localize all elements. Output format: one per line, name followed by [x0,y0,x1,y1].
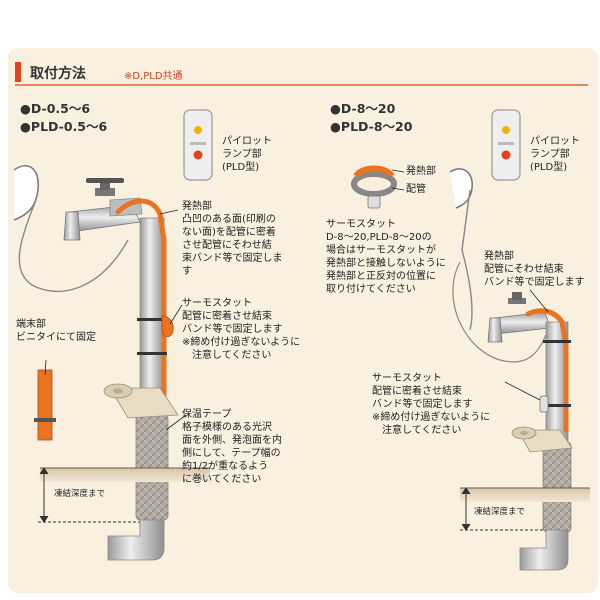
left-depth-marker [38,467,150,523]
right-depth-marker [460,487,548,531]
left-insulation-label: 保温テープ 格子模様のある光沢 面を外側、発泡面を内 側にして、テープ幅の 約1… [182,409,282,485]
right-cable [461,189,473,331]
left-ground [40,468,210,482]
leader-left-thermo [169,304,183,325]
leader-left-heater [159,209,179,215]
right-thermostat-detail [351,165,397,209]
right-wall-outline [449,168,473,209]
page-subtitle: ※D,PLD共通 [124,71,183,82]
right-thermostat-note: サーモスタット D-8～20,PLD-8～20の 場合はサーモスタットが 発熱部… [326,219,446,295]
left-pipe-elbow [107,519,165,561]
left-pilot-lamp [183,109,213,181]
page-title: 取付方法 [30,66,86,82]
right-insulation-wrap [542,441,572,533]
leader-left-insulation [165,414,187,431]
leader-right-pipe-small [391,187,405,191]
left-thermostat-label: サーモスタット 配管に密着させ結束 バンド等で固定します ※締め付け過ぎないよう… [182,298,301,361]
right-thermostat [539,395,549,413]
header-accent-bar [15,62,21,82]
left-model-2: ●PLD-0.5～6 [20,119,108,134]
right-cable-tie-1 [543,340,571,343]
left-cable-tie-2 [137,352,167,355]
right-heater [525,308,569,433]
leader-right-heater [529,289,549,313]
left-wall-outline [13,165,39,221]
left-cable [18,199,129,293]
right-faucet [487,292,551,343]
left-model-1: ●D-0.5～6 [20,101,91,116]
right-model-2: ●PLD-8～20 [330,119,413,134]
right-pipe-elbow [519,529,569,571]
right-tape-roll [511,426,573,453]
right-model-1: ●D-8～20 [330,101,396,116]
right-pipe-small-label: 配管 [406,184,426,195]
right-cable-loop [452,261,549,363]
right-pilot-lamp [491,109,521,181]
right-pilot-label: パイロット ランプ部 (PLD型) [530,136,580,173]
left-terminal-pipe [37,369,53,441]
left-tape-roll [103,383,179,419]
leader-left-terminal [44,359,47,376]
right-thermostat-label: サーモスタット 配管に密着させ結束 バンド等で固定します ※締め付け過ぎないよう… [372,373,491,436]
left-thermostat [161,315,174,337]
left-terminal-label: 端末部 ビニタイにて固定 [16,319,96,343]
left-pilot-label: パイロット ランプ部 (PLD型) [222,136,272,173]
right-heater-small-label: 発熱部 [406,166,436,177]
left-depth-label: 凍結深度まで [54,489,106,499]
right-cable-tie-2 [543,404,571,407]
leader-right-heater-small [391,169,405,173]
right-heater-label: 発熱部 配管にそわせ結束 バンド等で固定します [484,251,585,288]
right-ground [460,488,590,502]
left-heater-label: 発熱部 凸凹のある面(印刷の ない面)を配管に密着 させ配管にそわせ結 束バンド… [182,201,283,277]
right-depth-label: 凍結深度まで [474,507,526,517]
left-cable-tie-1 [137,318,167,321]
leader-right-thermo [504,381,541,401]
